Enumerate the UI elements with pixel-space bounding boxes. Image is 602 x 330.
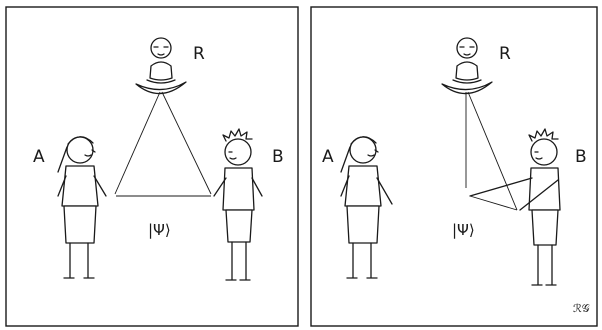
referee-label: R bbox=[193, 44, 205, 64]
alice-label: A bbox=[322, 147, 334, 167]
artist-signature: ℛ𝒢 bbox=[573, 302, 590, 315]
referee-label: R bbox=[499, 44, 511, 64]
bob-label: B bbox=[272, 147, 284, 167]
referee-figure bbox=[136, 38, 186, 94]
string-to-bob bbox=[162, 92, 211, 194]
state-ket: |Ψ⟩ bbox=[148, 221, 171, 239]
string-to-bob bbox=[468, 92, 517, 210]
state-ket: |Ψ⟩ bbox=[452, 221, 475, 239]
referee-figure bbox=[442, 38, 492, 94]
panel-left: R A B |Ψ⟩ bbox=[6, 7, 298, 326]
bob-figure bbox=[470, 129, 560, 285]
shared-string bbox=[470, 196, 517, 210]
alice-label: A bbox=[33, 147, 45, 167]
alice-figure bbox=[341, 137, 392, 278]
panel-right: R A B |Ψ⟩ ℛ𝒢 bbox=[311, 7, 597, 326]
alice-figure bbox=[58, 137, 106, 278]
bob-figure bbox=[214, 129, 262, 280]
string-to-alice bbox=[115, 92, 160, 194]
bob-label: B bbox=[575, 147, 587, 167]
panel-left-frame bbox=[6, 7, 298, 326]
